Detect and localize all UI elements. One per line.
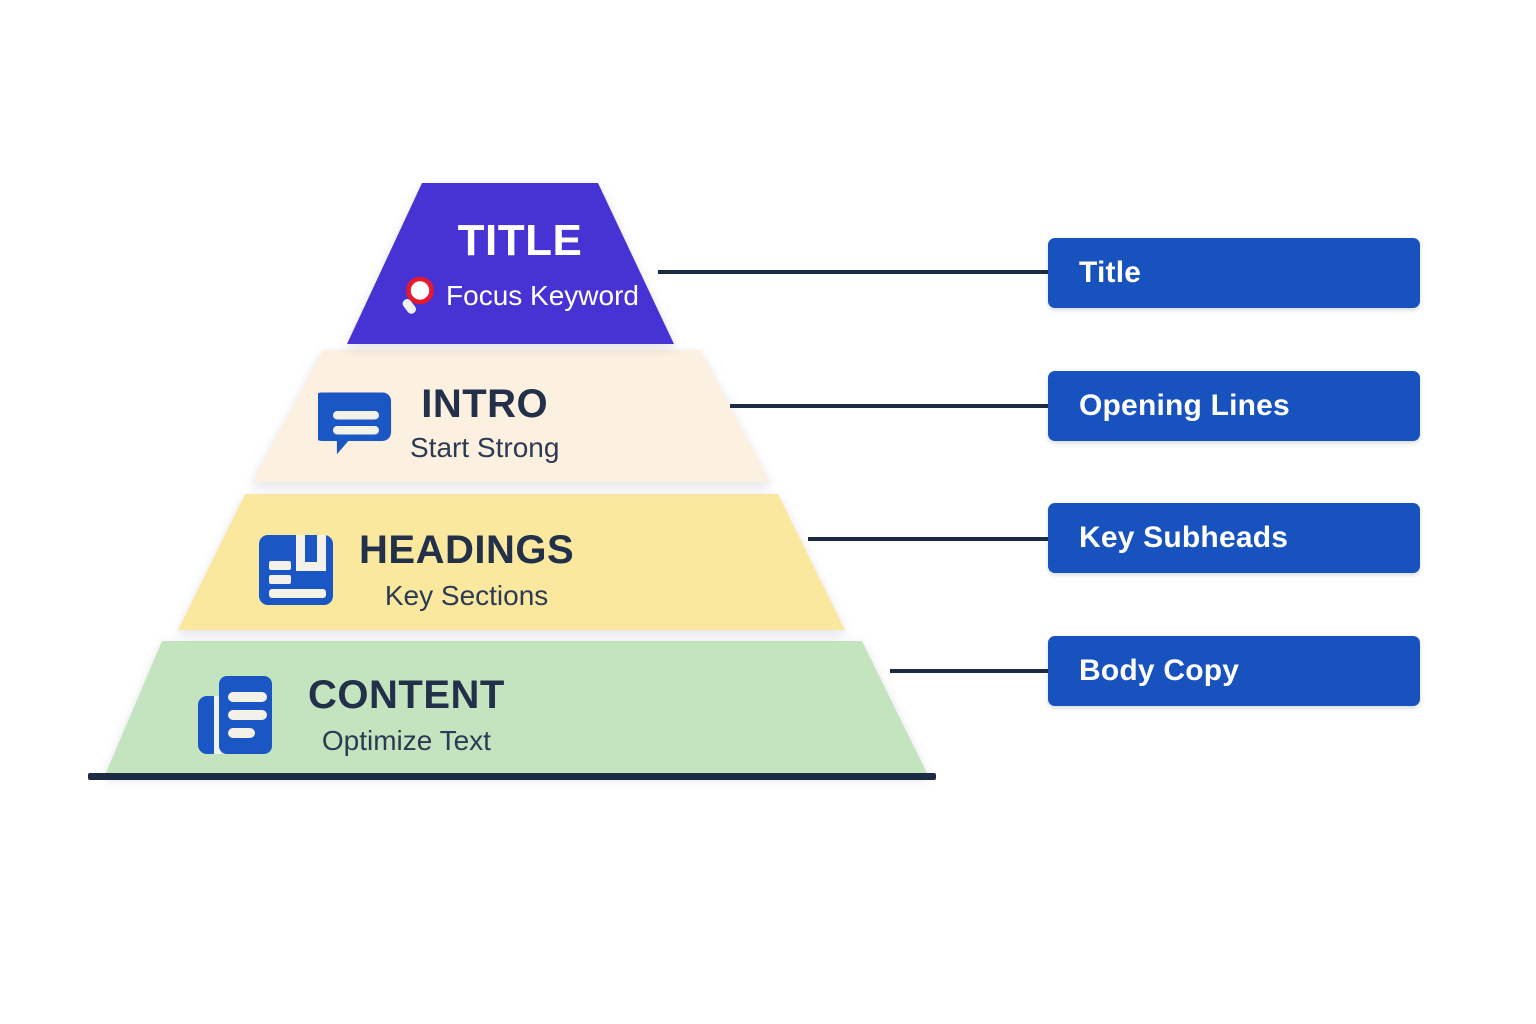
- label-chip-title[interactable]: Title: [1048, 238, 1420, 308]
- connector-line-intro: [730, 404, 1050, 408]
- pyramid-tier-intro[interactable]: [252, 350, 770, 482]
- connector-line-content: [890, 669, 1050, 673]
- pyramid-tier-content[interactable]: [105, 641, 928, 775]
- connector-line-title: [658, 270, 1050, 274]
- label-chip-body-copy[interactable]: Body Copy: [1048, 636, 1420, 706]
- pyramid-baseline: [88, 773, 936, 780]
- connector-line-headings: [808, 537, 1050, 541]
- pyramid-tier-title[interactable]: [347, 183, 674, 344]
- label-chip-key-subheads[interactable]: Key Subheads: [1048, 503, 1420, 573]
- pyramid-tier-headings[interactable]: [178, 494, 845, 630]
- label-chip-opening-lines[interactable]: Opening Lines: [1048, 371, 1420, 441]
